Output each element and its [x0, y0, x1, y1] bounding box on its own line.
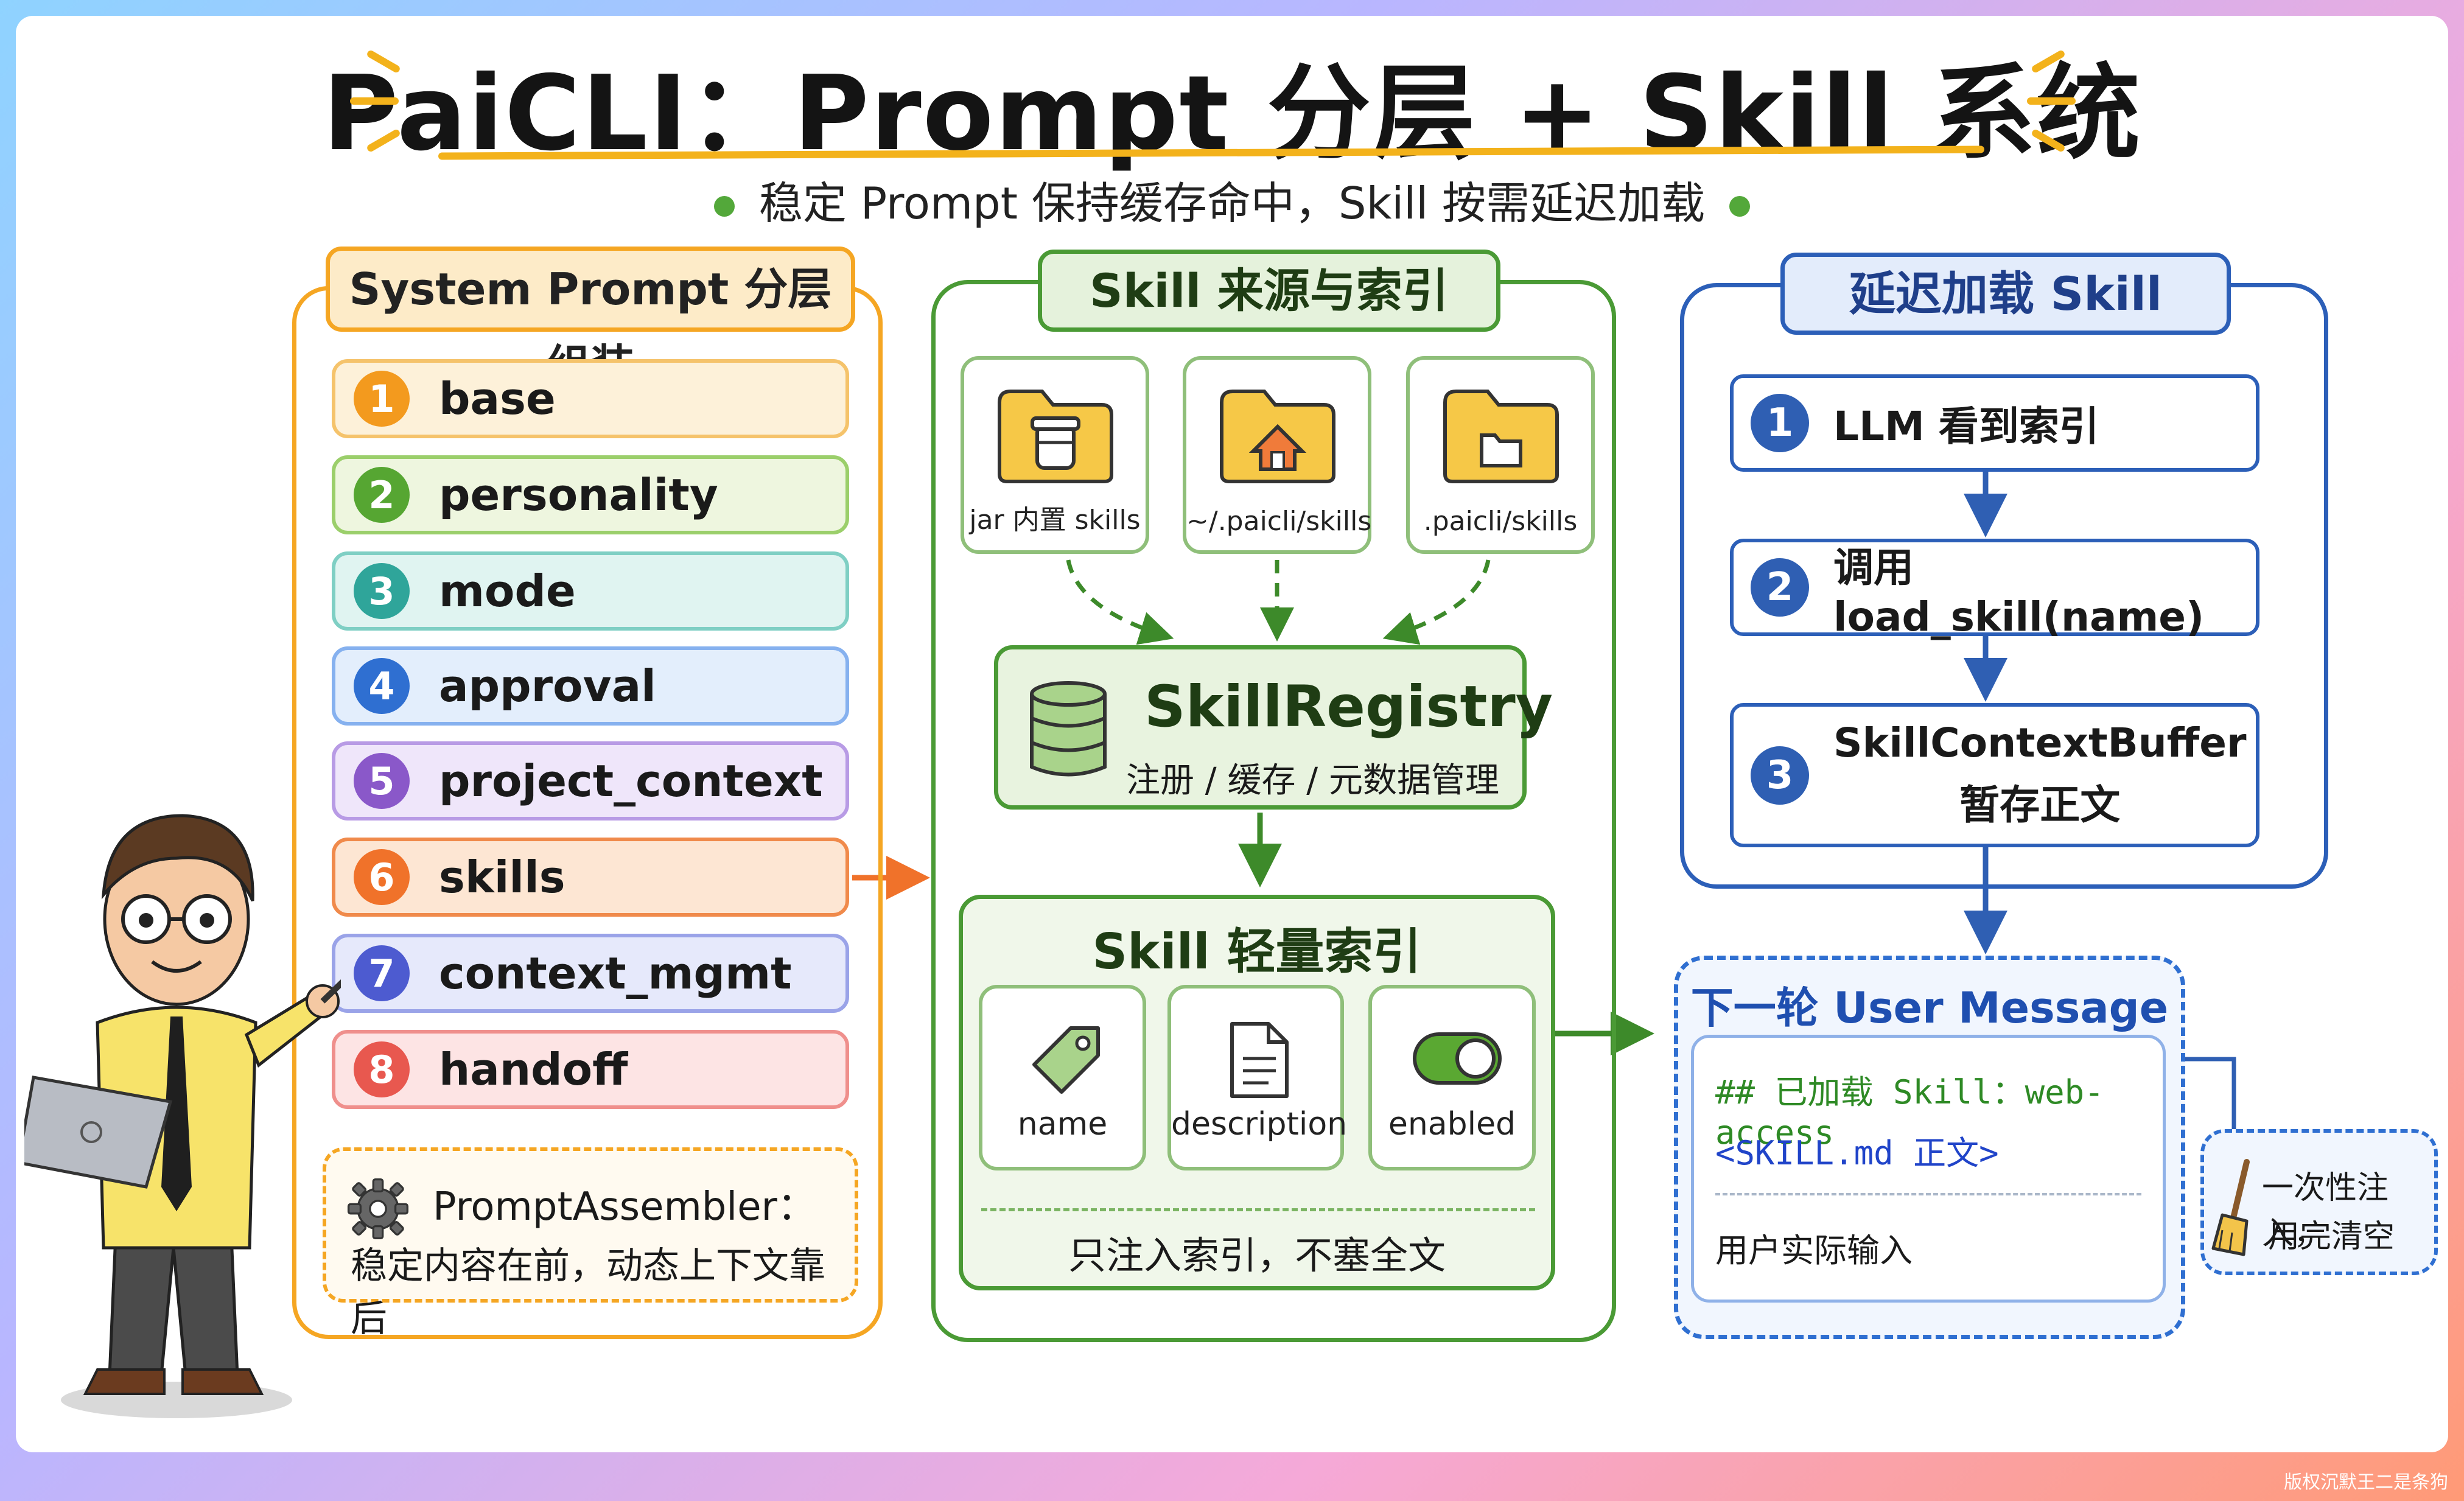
index-field-name: name: [979, 985, 1146, 1170]
message-divider: [1715, 1193, 2141, 1195]
layer-project-context: 5 project_context: [332, 741, 849, 820]
loaded-skill-line: ## 已加载 Skill：web-access: [1715, 1073, 2104, 1152]
lazy-load-banner: 延迟加载 Skill: [1780, 253, 2231, 335]
layer-number-badge: 8: [354, 1041, 410, 1097]
index-field-description: description: [1167, 985, 1348, 1170]
system-prompt-banner: System Prompt 分层组装: [326, 247, 855, 391]
source-arrow-3: [1382, 559, 1491, 645]
one-shot-note: 一次性注入， 用完清空: [2200, 1129, 2438, 1275]
skill-source-banner: Skill 来源与索引: [1038, 250, 1500, 332]
layer-base: 1 base: [332, 359, 849, 438]
note-line-1: 一次性注入，: [2262, 1170, 2389, 1252]
lazy-step-1: 1 LLM 看到索引: [1730, 374, 2259, 472]
skill-source-title: Skill 来源与索引: [1090, 264, 1449, 318]
prompt-assembler-box: PromptAssembler： 稳定内容在前，动态上下文靠后: [323, 1147, 858, 1340]
document-icon: [1230, 1022, 1289, 1098]
source-label: jar 内置 skills: [969, 505, 1141, 536]
source-jar-skills: jar 内置 skills: [961, 356, 1149, 554]
layer-label: handoff: [439, 1044, 628, 1095]
layer-number-badge: 6: [354, 849, 410, 905]
presenter-illustration: [24, 814, 341, 1418]
sparkle-left-2: [350, 97, 399, 105]
jar-folder-icon: [998, 390, 1113, 483]
step-number-badge: 3: [1751, 746, 1809, 805]
layer-number-badge: 3: [354, 563, 410, 619]
index-field-label: description: [1171, 1106, 1348, 1142]
index-note: 只注入索引，不塞全文: [1068, 1233, 1446, 1278]
toggle-on-icon: [1413, 1032, 1502, 1085]
layer-label: approval: [439, 660, 656, 712]
layer-personality: 2 personality: [332, 455, 849, 534]
user-message-title: 下一轮 User Message: [1690, 983, 2169, 1033]
layer-number-badge: 4: [354, 658, 410, 714]
registry-description: 注册 / 缓存 / 元数据管理: [1126, 761, 1499, 800]
subtitle: 稳定 Prompt 保持缓存命中，Skill 按需延迟加载: [0, 167, 2464, 231]
index-field-label: name: [1017, 1106, 1108, 1142]
layer-number-badge: 7: [354, 945, 410, 1001]
note-line-2: 用完清空: [2268, 1219, 2395, 1255]
lazy-step-3: 3 SkillContextBuffer 暂存正文: [1730, 703, 2259, 847]
layer-label: project_context: [439, 755, 823, 806]
step-text: SkillContextBuffer: [1833, 719, 2247, 766]
layer-handoff: 8 handoff: [332, 1030, 849, 1109]
assembler-title: PromptAssembler：: [433, 1184, 816, 1230]
lazy-step-2: 2 调用 load_skill(name): [1730, 539, 2259, 640]
source-project-skills: .paicli/skills: [1406, 356, 1595, 554]
green-dot-icon: [1729, 196, 1751, 217]
step-subtext: 暂存正文: [1959, 782, 2121, 828]
skill-registry-box: SkillRegistry 注册 / 缓存 / 元数据管理: [994, 645, 1553, 810]
project-folder-icon: [1443, 390, 1559, 483]
index-title: Skill 轻量索引: [1092, 923, 1422, 980]
subtitle-text: 稳定 Prompt 保持缓存命中，Skill 按需延迟加载: [758, 178, 1706, 229]
user-input-line: 用户实际输入: [1715, 1231, 1913, 1270]
layer-number-badge: 5: [354, 753, 410, 809]
registry-title: SkillRegistry: [1144, 674, 1553, 740]
layer-label: mode: [439, 565, 576, 617]
source-arrow-1: [1066, 559, 1174, 645]
step-text: 调用 load_skill(name): [1833, 544, 2205, 640]
layer-label: context_mgmt: [439, 948, 792, 999]
source-label: ~/.paicli/skills: [1186, 506, 1372, 537]
layer-number-badge: 2: [354, 467, 410, 523]
index-field-enabled: enabled: [1368, 985, 1536, 1170]
user-message-content: ## 已加载 Skill：web-access <SKILL.md 正文> 用户…: [1691, 1035, 2166, 1303]
step-text: LLM 看到索引: [1833, 403, 2099, 450]
layer-label: personality: [439, 469, 718, 520]
watermark: 版权沉默王二是条狗: [2284, 1472, 2448, 1493]
step-number-badge: 1: [1751, 394, 1809, 452]
layer-skills: 6 skills: [332, 838, 849, 917]
tag-icon: [1032, 1026, 1100, 1094]
message-to-note-bracket: [2176, 1057, 2236, 1144]
assembler-description: 稳定内容在前，动态上下文靠后: [351, 1245, 825, 1340]
sparkle-right-2: [2027, 97, 2076, 105]
layer-context-mgmt: 7 context_mgmt: [332, 934, 849, 1013]
broom-icon: [2211, 1159, 2250, 1256]
source-label: .paicli/skills: [1423, 506, 1578, 537]
skill-body-line: <SKILL.md 正文>: [1715, 1134, 1999, 1172]
source-user-skills: ~/.paicli/skills: [1183, 356, 1371, 554]
layer-approval: 4 approval: [332, 646, 849, 726]
database-icon: [1030, 681, 1107, 777]
lazy-load-title: 延迟加载 Skill: [1849, 267, 2162, 321]
gear-icon: [347, 1178, 409, 1240]
home-folder-icon: [1220, 390, 1335, 483]
step-text-group: SkillContextBuffer 暂存正文: [1833, 719, 2247, 831]
layer-label: base: [439, 373, 556, 424]
step-number-badge: 2: [1751, 558, 1809, 617]
index-divider: [981, 1208, 1535, 1211]
layer-mode: 3 mode: [332, 551, 849, 631]
layer-number-badge: 1: [354, 371, 410, 427]
green-dot-icon: [713, 196, 735, 217]
layer-label: skills: [439, 852, 565, 903]
index-field-label: enabled: [1388, 1106, 1516, 1142]
